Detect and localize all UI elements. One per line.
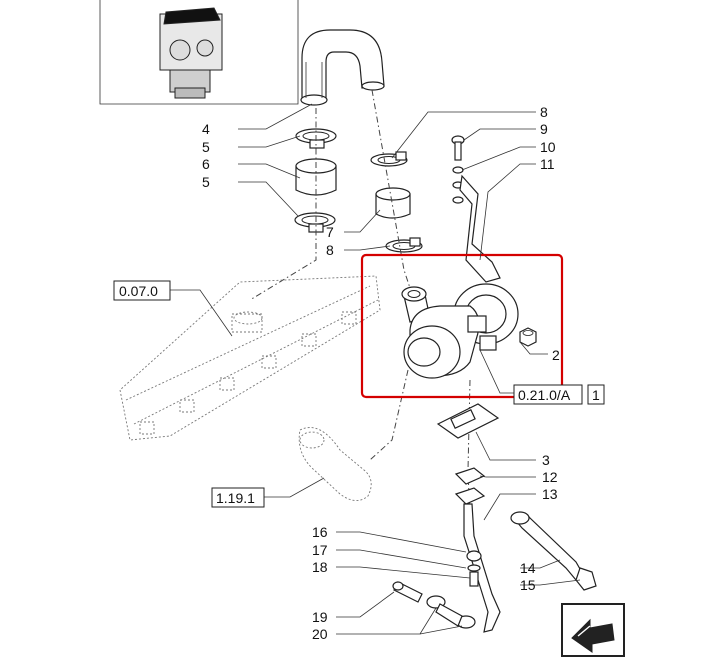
union-part [575,567,597,591]
drain-gasket-lower-part [454,487,486,505]
alignment-line-left [249,108,317,301]
callout-8-lower: 8 [326,242,334,258]
engine-thumbnail-icon [99,0,299,105]
small-clamp-part [426,595,476,629]
callout-18: 18 [312,559,328,575]
callout-10: 10 [540,139,556,155]
oil-return-pipe-part [510,511,585,581]
fitting-bolt-part [469,571,479,587]
callout-13: 13 [542,486,558,502]
callout-6: 6 [202,156,210,172]
elbow-hose-part [298,427,372,501]
fitting-washer-part [467,564,481,572]
hose-sleeve-right-part [375,187,411,219]
callout-2: 2 [552,347,560,363]
reference-0-21-0-a[interactable]: 0.21.0/A [513,384,583,405]
reference-count-label: 1 [592,387,600,403]
turbocharger-part [401,283,519,379]
reference-0-21-0-a-label: 0.21.0/A [518,387,571,403]
callout-9: 9 [540,121,548,137]
callout-17: 17 [312,542,328,558]
reference-0-07-0-label: 0.07.0 [119,283,158,299]
callout-14: 14 [520,560,536,576]
intake-pipe-part [300,29,385,106]
callout-5-lower: 5 [202,174,210,190]
reference-0-07-0[interactable]: 0.07.0 [113,280,171,301]
callout-3: 3 [542,452,550,468]
callout-7: 7 [326,224,334,240]
callout-8-upper: 8 [540,104,548,120]
callout-4: 4 [202,121,210,137]
fitting-nut-part [466,550,482,562]
callout-19: 19 [312,609,328,625]
nut-part [519,327,537,347]
hose-clamp-lower-part [294,212,336,233]
callout-15: 15 [520,577,536,593]
reference-1-19-1-label: 1.19.1 [216,490,255,506]
callout-11: 11 [540,156,555,172]
callout-20: 20 [312,626,328,642]
bolt-part [451,135,465,161]
oil-feed-pipe-part [459,174,501,283]
hose-clamp-right-upper-part [370,151,408,167]
reference-count-badge: 1 [587,384,605,405]
callout-5-upper: 5 [202,139,210,155]
arrow-next-icon[interactable] [561,603,625,657]
reference-1-19-1[interactable]: 1.19.1 [211,487,265,508]
callout-12: 12 [542,469,558,485]
hose-clamp-right-lower-part [385,237,423,253]
highlight-box [360,253,564,399]
drain-gasket-upper-part [454,467,486,485]
flange-gasket-part [436,403,500,439]
hose-connector-part [392,581,423,603]
exhaust-manifold-part [119,275,381,441]
leader-lines [170,103,581,635]
callout-16: 16 [312,524,328,540]
alignment-line-turbo-down [369,369,409,461]
